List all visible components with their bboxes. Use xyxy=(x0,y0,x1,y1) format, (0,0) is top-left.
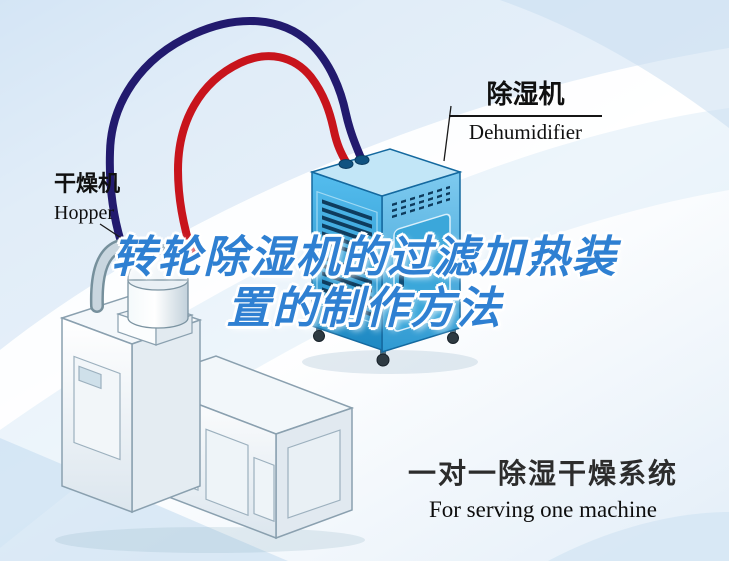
hose-navy xyxy=(105,16,365,246)
machine-shadow xyxy=(55,527,365,553)
hopper-pointer-line xyxy=(99,223,148,256)
machine-head-panel xyxy=(73,355,121,461)
system-caption: 一对一除湿干燥系统 For serving one machine xyxy=(395,452,691,523)
title-line-1: 转轮除湿机的过滤加热装 xyxy=(111,233,618,282)
dehumidifier-door xyxy=(392,185,451,332)
title-line-2: 置的制作方法 xyxy=(226,284,503,333)
hoses xyxy=(105,16,365,260)
dryer-machine-illustration xyxy=(55,295,365,553)
dehumidifier-shadow xyxy=(302,350,478,374)
hose-red xyxy=(174,52,350,260)
hopper-illustration xyxy=(89,237,189,329)
system-caption-en: For serving one machine xyxy=(428,497,658,522)
system-caption-cn: 一对一除湿干燥系统 xyxy=(407,458,678,489)
hopper-callout-en: Hopper xyxy=(54,202,114,224)
hose-fitting-red xyxy=(338,159,354,169)
dehumidifier-callout-cn: 除湿机 xyxy=(449,74,602,117)
dehumidifier-vents xyxy=(316,190,378,326)
hopper-callout-cn: 干燥机 xyxy=(54,171,121,196)
hopper-callout: 干燥机 Hopper xyxy=(54,166,120,225)
dehumidifier-illustration xyxy=(302,148,478,374)
title-watermark: 转轮除湿机的过滤加热装 置的制作方法 xyxy=(0,232,729,334)
machine-end-panel xyxy=(287,429,341,519)
door-handle-icon xyxy=(399,273,404,289)
hopper-knob xyxy=(151,240,165,250)
dehumidifier-callout-en: Dehumidifier xyxy=(468,120,583,144)
dehumidifier-callout: 除湿机 Dehumidifier xyxy=(449,74,602,145)
hose-fitting-navy xyxy=(354,155,370,165)
